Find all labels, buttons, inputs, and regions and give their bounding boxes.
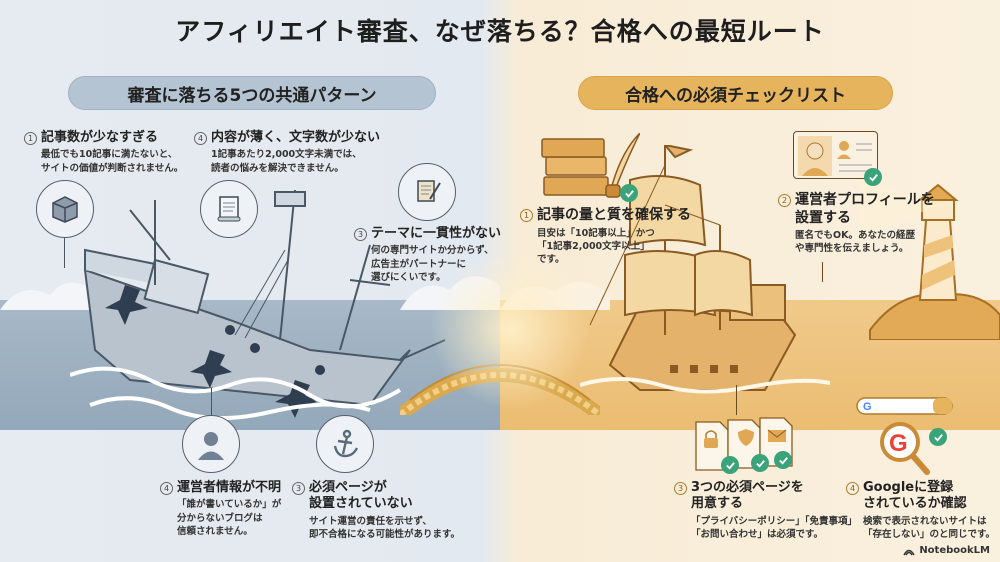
leader-line [64, 238, 65, 268]
item-description: 1記事あたり2,000文字未満では、 読者の悩みを解決できません。 [211, 149, 362, 174]
item-title: 記事の量と質を確保する [537, 207, 691, 223]
item-description: 何の専門サイトか分からず、 広告主がパートナーに 選びにくいです。 [371, 245, 494, 283]
number-badge: 3 [674, 482, 687, 495]
number-badge: 4 [194, 132, 207, 145]
profile-card-icon [793, 131, 878, 179]
check-icon [620, 184, 638, 202]
number-badge: 1 [24, 132, 37, 145]
item-title: 運営者情報が不明 [177, 480, 282, 495]
svg-text:G: G [889, 430, 908, 457]
right-section-heading: 合格への必須チェックリスト [578, 76, 893, 110]
item-title: Googleに登録 されているか確認 [863, 480, 967, 512]
item-title: 運営者プロフィールを 設置する [795, 192, 935, 226]
number-badge: 3 [354, 228, 367, 241]
books-icon [540, 133, 640, 201]
check-icon [721, 456, 739, 474]
documents-icon [690, 412, 800, 474]
leader-line [822, 262, 823, 282]
item-title: 記事数が少なすぎる [41, 130, 159, 145]
notebooklm-logo-icon [903, 549, 915, 555]
checklist-article-quality: 1 記事の量と質を確保する 目安は「10記事以上」かつ 「1記事2,000文字以上… [520, 207, 691, 266]
fail-pattern-missing-pages: 3 必須ページが 設置されていない サイト運営の責任を示せず、 即不合格になる可能… [292, 480, 460, 541]
item-description: 「プライバシーポリシー」「免責事項」 「お問い合わせ」は必須です。 [691, 515, 858, 540]
item-description: サイト運営の責任を示せず、 即不合格になる可能性があります。 [309, 515, 461, 540]
check-icon [751, 454, 769, 472]
item-title: 必須ページが 設置されていない [309, 480, 413, 512]
lighthouse-illustration [860, 180, 1000, 340]
check-icon [864, 168, 882, 186]
user-icon [182, 415, 240, 473]
page-title: アフィリエイト審査、なぜ落ちる？合格への最短ルート [175, 17, 825, 46]
leader-line [211, 388, 212, 418]
check-icon [774, 451, 792, 469]
number-badge: 4 [160, 482, 173, 495]
checklist-operator-profile: 2 運営者プロフィールを 設置する 匿名でもOK。あなたの経歴 や専門性を伝えまし… [778, 192, 935, 256]
item-description: 検索で表示されないサイトは 「存在しない」のと同じです。 [863, 515, 996, 540]
item-title: 3つの必須ページを 用意する [691, 480, 804, 512]
google-search-icon: G G [855, 396, 955, 476]
anchor-icon [316, 415, 374, 473]
fail-pattern-few-articles: 1 記事数が少なすぎる 最低でも10記事に満たないと、 サイトの価値が判断されませ… [24, 130, 183, 175]
sailing-ship-illustration [580, 145, 830, 394]
notebooklm-badge: NotebookLM [903, 545, 990, 556]
fail-pattern-no-operator-info: 4 運営者情報が不明 「誰が書いているか」が 分からないブログは 信頼されません。 [160, 480, 281, 538]
scroll-icon [200, 180, 258, 238]
number-badge: 4 [846, 482, 859, 495]
item-description: 目安は「10記事以上」かつ 「1記事2,000文字以上」 です。 [537, 227, 655, 266]
checklist-google-index: 4 Googleに登録 されているか確認 検索で表示されないサイトは 「存在しない… [846, 480, 995, 541]
item-title: テーマに一貫性がない [371, 226, 502, 241]
light-glow [430, 250, 590, 410]
checklist-required-pages: 3 3つの必須ページを 用意する 「プライバシーポリシー」「免責事項」 「お問い合… [674, 480, 857, 541]
item-description: 最低でも10記事に満たないと、 サイトの価値が判断されません。 [41, 149, 184, 174]
brand-label: NotebookLM [919, 545, 990, 556]
number-badge: 2 [778, 194, 791, 207]
leader-line [736, 385, 737, 415]
svg-text:G: G [863, 401, 872, 413]
sinking-ship-illustration [70, 190, 446, 420]
number-badge: 3 [292, 482, 305, 495]
item-title: 内容が薄く、文字数が少ない [211, 130, 381, 145]
item-description: 「誰が書いているか」が 分からないブログは 信頼されません。 [177, 499, 282, 537]
fail-pattern-inconsistent-theme: 3 テーマに一貫性がない 何の専門サイトか分からず、 広告主がパートナーに 選びに… [354, 226, 501, 284]
number-badge: 1 [520, 209, 533, 222]
scroll-quill-icon [398, 163, 456, 221]
left-section-heading: 審査に落ちる5つの共通パターン [68, 76, 436, 110]
check-icon [929, 428, 947, 446]
fail-pattern-thin-content: 4 内容が薄く、文字数が少ない 1記事あたり2,000文字未満では、 読者の悩みを… [194, 130, 380, 175]
box-icon [36, 180, 94, 238]
item-description: 匿名でもOK。あなたの経歴 や専門性を伝えましょう。 [795, 230, 915, 255]
